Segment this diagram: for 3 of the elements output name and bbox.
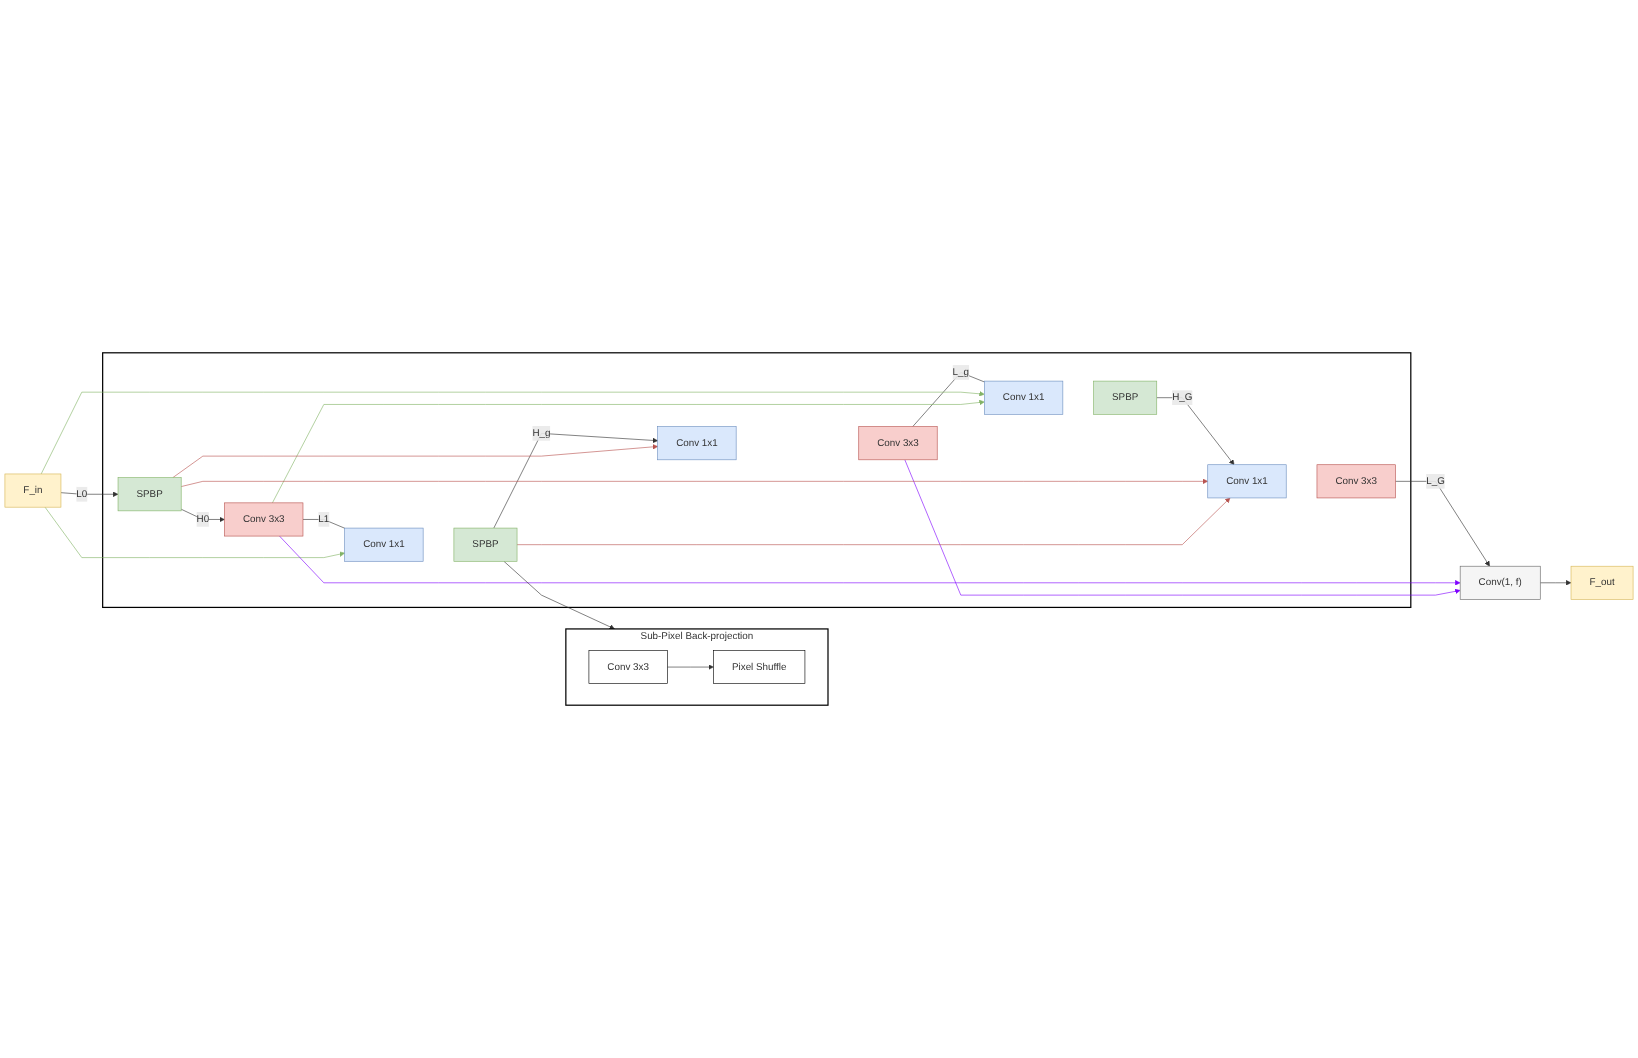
connector [302,519,345,529]
cluster [102,352,1412,609]
connector [912,372,985,427]
